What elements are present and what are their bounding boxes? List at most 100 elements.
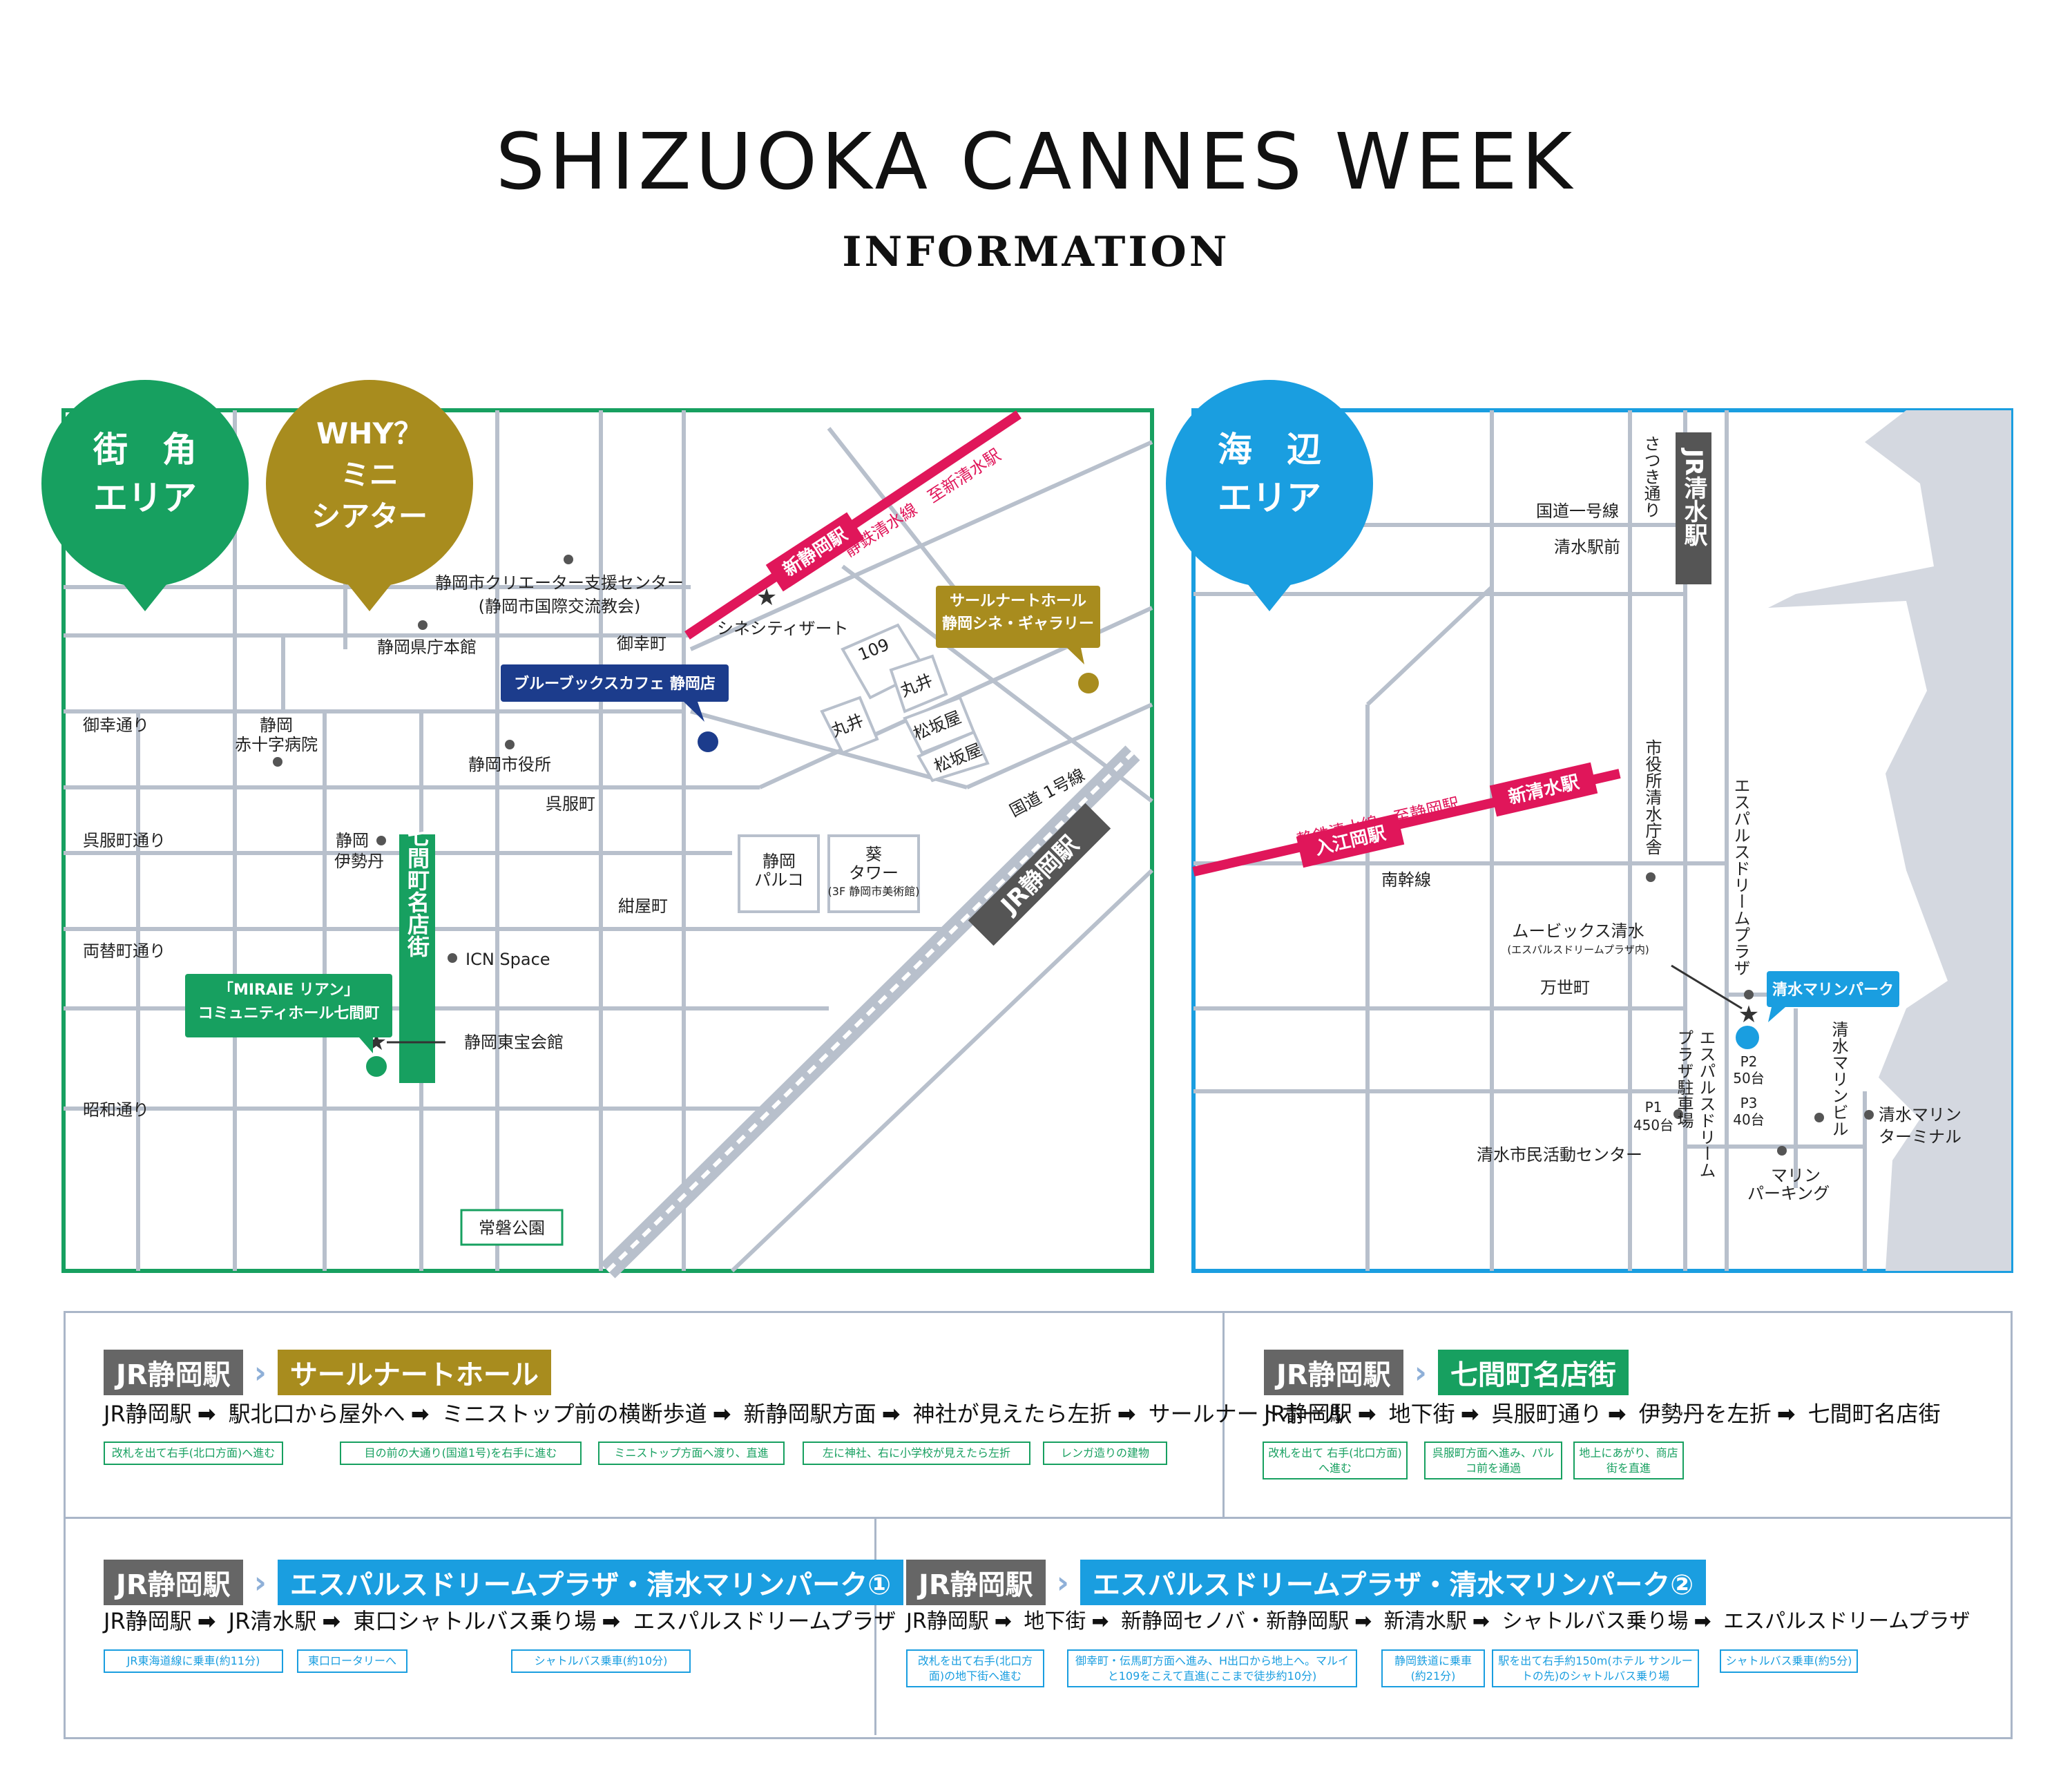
arrow-icon: ➡	[322, 1608, 341, 1634]
route1-step: サールナートホール	[1148, 1401, 1347, 1427]
why-label-2: ミニ	[340, 458, 399, 492]
aoi-label-2: タワー	[849, 863, 899, 883]
marinpark-callout	[1767, 971, 1899, 1007]
creator-center-label: 静岡市クリエーター支援センター	[435, 573, 684, 593]
umibe-label-1: 海 辺	[1218, 430, 1321, 470]
toho-label: 静岡東宝会館	[464, 1033, 564, 1052]
umibe-bubble-tail	[1242, 577, 1297, 611]
creator-center-sublabel: (静岡市国際交流教会)	[479, 597, 641, 616]
salna-label-1: サールナートホール	[950, 593, 1086, 610]
irie-station-marker	[1296, 813, 1405, 868]
aoi-label-1: 葵	[865, 845, 882, 864]
route1-step: ミニストップ前の横断歩道	[441, 1401, 707, 1427]
route2-note: 呉服町方面へ進み、パルコ前を通過	[1424, 1442, 1562, 1480]
gokomachi-label: 御幸町	[617, 634, 666, 653]
movix-star: ★	[1738, 1001, 1759, 1028]
bluebooks-callout-tail	[684, 702, 704, 722]
machikado-label-2: エリア	[93, 478, 197, 518]
route1-separator-icon: ›	[253, 1354, 267, 1390]
route1-step: 新静岡駅方面	[743, 1401, 876, 1427]
showa-label: 昭和通り	[83, 1100, 149, 1120]
p1-label-1: P1	[1645, 1099, 1662, 1115]
bluebooks-callout	[501, 664, 729, 702]
route3-step: 東口シャトルバス乗り場	[353, 1608, 597, 1634]
parking-label-2: プラザ駐車場	[1674, 1029, 1694, 1129]
arrow-icon: ➡	[197, 1608, 216, 1634]
route1-from: JR静岡駅	[104, 1350, 243, 1395]
dept-blocks	[738, 623, 990, 913]
marinpark-label: 清水マリンパーク	[1772, 981, 1894, 999]
bluebooks-marker	[698, 731, 718, 752]
umibe-label-2: エリア	[1218, 478, 1321, 518]
route3-header: JR静岡駅 › エスパルスドリームプラザ・清水マリンパーク①	[104, 1560, 904, 1605]
route4-step: 地下街	[1024, 1609, 1086, 1634]
sekijuji-label-2: 赤十字病院	[235, 735, 318, 754]
parco-label-2: パルコ	[754, 870, 804, 890]
miraie-callout	[185, 974, 392, 1037]
machikado-bubble-tail	[117, 577, 173, 611]
route-divider-v2	[874, 1517, 876, 1735]
why-bubble-tail	[342, 577, 397, 611]
route4-step: 新静岡セノバ・新静岡駅	[1121, 1609, 1350, 1634]
route2-step: 伊勢丹を左折	[1638, 1401, 1772, 1427]
arrow-icon: ➡	[1460, 1401, 1479, 1427]
route4-step: 新清水駅	[1383, 1609, 1467, 1634]
why-label-1: WHY？	[316, 416, 423, 450]
bluebooks-label: ブルーブックスカフェ 静岡店	[514, 675, 716, 693]
manse-label: 万世町	[1540, 978, 1590, 997]
route3-step: JR清水駅	[228, 1608, 317, 1634]
route-panel	[64, 1311, 2013, 1739]
terminal-label-1: 清水マリン	[1879, 1105, 1961, 1124]
why-bubble	[266, 380, 473, 587]
route2-separator-icon: ›	[1414, 1354, 1427, 1390]
jr-shimizu-box	[1676, 432, 1711, 584]
route4-steps: JR静岡駅➡ 地下街➡ 新静岡セノバ・新静岡駅➡ 新清水駅➡ シャトルバス乗り場…	[906, 1604, 1970, 1634]
page-subtitle: INFORMATION	[842, 228, 1230, 276]
route1-step: 神社が見えたら左折	[912, 1401, 1112, 1427]
route3-steps: JR静岡駅➡ JR清水駅➡ 東口シャトルバス乗り場➡ エスパルスドリームプラザ	[104, 1604, 896, 1636]
route2-note: 地上にあがり、商店街を直進	[1573, 1442, 1684, 1480]
p2-label-2: 50台	[1733, 1070, 1764, 1086]
miraie-marker	[366, 1056, 387, 1077]
terminal-label-2: ターミナル	[1879, 1127, 1961, 1147]
p2-label-1: P2	[1740, 1053, 1758, 1070]
machikado-bubble	[41, 380, 249, 587]
isetan-label-1: 静岡	[336, 831, 369, 850]
route2-step: JR静岡駅	[1264, 1401, 1352, 1427]
route4-header: JR静岡駅 › エスパルスドリームプラザ・清水マリンパーク②	[906, 1560, 1707, 1605]
route4-step: エスパルスドリームプラザ	[1723, 1609, 1970, 1634]
satsuki-label: さつき通り	[1641, 435, 1660, 518]
p3-label-2: 40台	[1733, 1111, 1764, 1128]
arrow-icon: ➡	[1354, 1609, 1372, 1634]
gofukucho-label: 呉服町	[546, 794, 595, 814]
arrow-icon: ➡	[1117, 1401, 1136, 1427]
salna-callout-tail	[1067, 648, 1084, 664]
route4-from: JR静岡駅	[906, 1560, 1046, 1605]
minkatsu-label: 清水市民活動センター	[1477, 1145, 1642, 1165]
route4-note: 駅を出て右手約150m(ホテル サンルートの先)のシャトルバス乗り場	[1492, 1649, 1699, 1688]
sea-area	[1768, 410, 2011, 1271]
arrow-icon: ➡	[1472, 1609, 1490, 1634]
route2-step: 七間町名店街	[1807, 1401, 1941, 1427]
parking-label-1: エスパルスドリーム	[1696, 1029, 1716, 1178]
gokomachi-dori-label: 御幸通り	[83, 716, 149, 735]
why-label-3: シアター	[311, 499, 428, 533]
route1-note: レンガ造りの建物	[1043, 1442, 1167, 1465]
arrow-icon: ➡	[1607, 1401, 1627, 1427]
route4-note: 改札を出て右手(北口方面)の地下街へ進む	[906, 1649, 1044, 1688]
salna-marker	[1078, 673, 1099, 693]
umibe-bubble	[1166, 380, 1373, 587]
salna-callout	[936, 586, 1100, 648]
ekimae-label: 清水駅前	[1554, 537, 1620, 557]
route4-note: 御幸町・伝馬町方面へ進み、H出口から地上へ。マルイと109をこえて直進(ここまで…	[1067, 1649, 1357, 1688]
right-map-dots	[1646, 872, 1874, 1156]
shiyakusho-label: 静岡市役所	[468, 755, 551, 774]
marinbuilding-label: 清水マリンビル	[1829, 1021, 1848, 1137]
route1-step: 駅北口から屋外へ	[228, 1401, 405, 1427]
route2-steps: JR静岡駅➡ 地下街➡ 呉服町通り➡ 伊勢丹を左折➡ 七間町名店街	[1264, 1397, 1941, 1428]
road-diag-south	[730, 868, 1154, 1273]
cinecity-star: ★	[756, 584, 777, 611]
route3-from: JR静岡駅	[104, 1560, 243, 1605]
kokudo-right-label: 国道一号線	[1536, 501, 1619, 521]
